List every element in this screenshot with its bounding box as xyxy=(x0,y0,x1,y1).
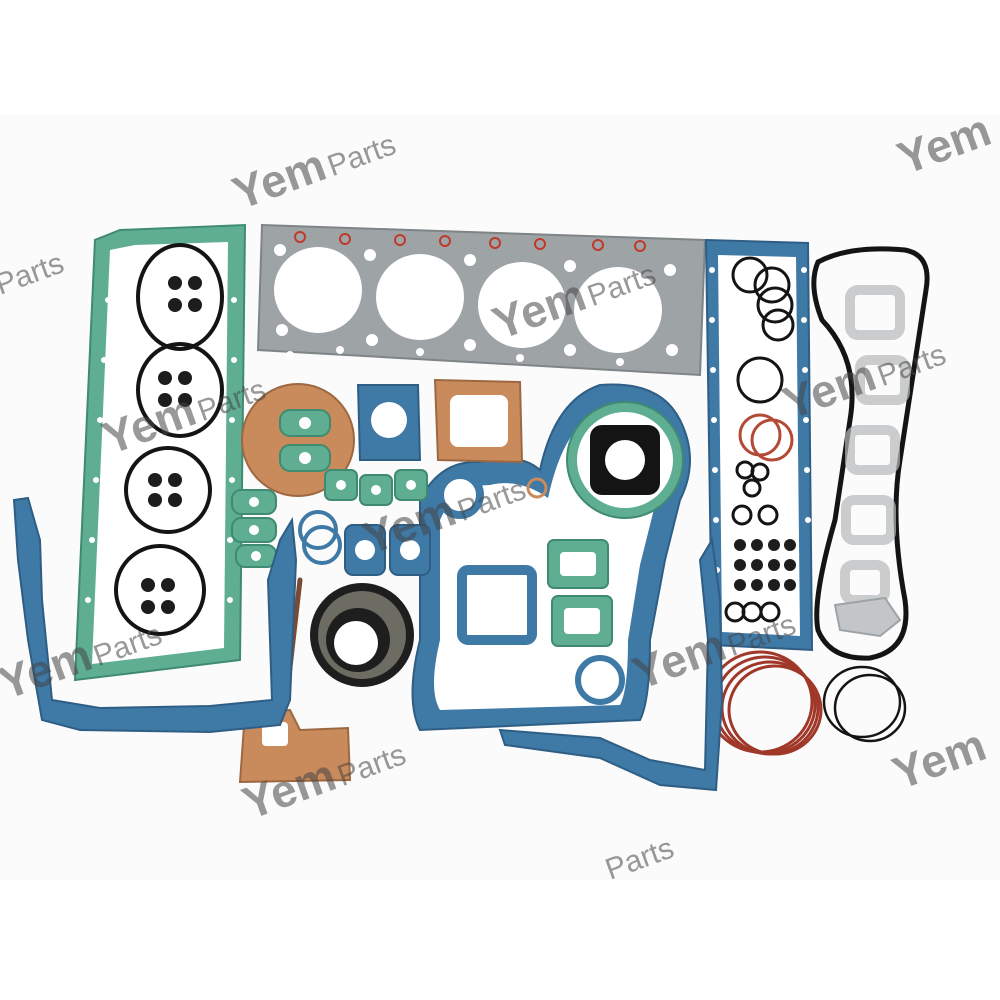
manifold-gaskets xyxy=(840,285,910,605)
cork-gasket-cutouts xyxy=(262,395,508,746)
valve-seal-ring-groups xyxy=(114,243,224,636)
assorted-o-rings xyxy=(731,256,795,526)
copper-washer xyxy=(526,477,548,499)
blue-small-gasket-holes xyxy=(355,540,420,560)
green-pump-gasket-holes xyxy=(560,552,600,634)
blue-rings xyxy=(298,510,342,565)
cylinder-head-gasket xyxy=(256,223,707,377)
blue-oil-pan-side-rail-right xyxy=(498,537,724,792)
blue-thermostat-gasket xyxy=(356,384,422,461)
green-oil-pan-gasket xyxy=(73,223,247,682)
blue-oil-pan-side-rail-left xyxy=(12,496,298,734)
flange-gasket-metal xyxy=(833,596,902,638)
valve-stem-seals xyxy=(141,276,202,614)
rubber-rocker-cover-gasket xyxy=(811,246,930,661)
small-seal-rings xyxy=(734,539,796,591)
crankshaft-oil-seal xyxy=(310,583,414,687)
small-rings-bottom xyxy=(724,601,781,623)
green-gasket-ports xyxy=(249,417,416,561)
green-manifold-gaskets xyxy=(231,409,428,568)
thin-black-o-rings xyxy=(822,665,907,743)
injection-pump-gasket xyxy=(566,401,684,519)
